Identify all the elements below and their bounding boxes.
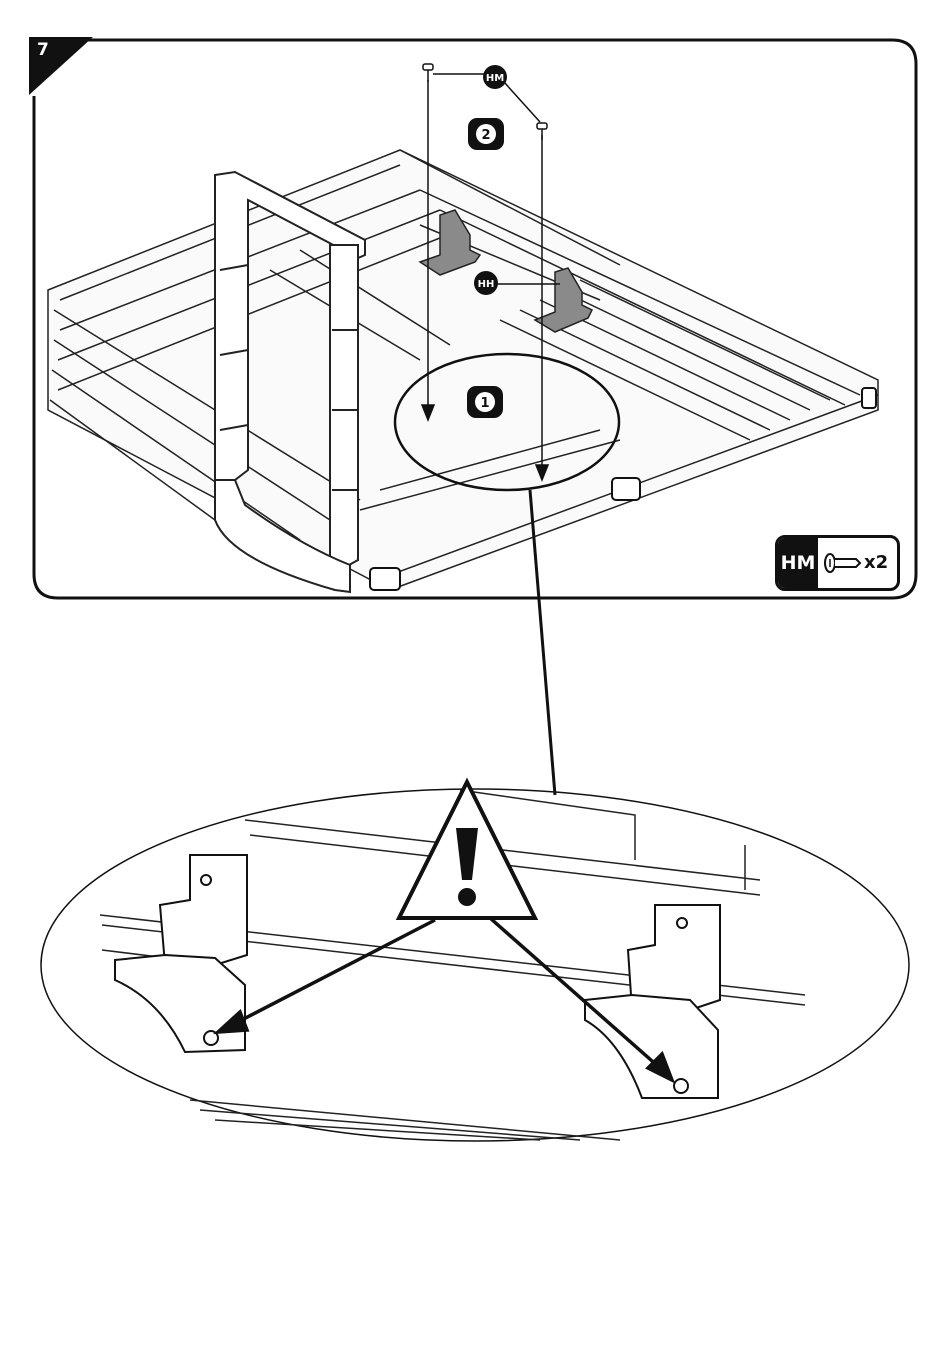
sequence-1-label: 1 — [480, 396, 489, 411]
step-number: 7 — [37, 40, 49, 60]
hm-callout-label: HM — [486, 73, 504, 84]
exclamation-warning-icon — [399, 782, 535, 918]
parts-list-box: HM x2 — [775, 535, 900, 591]
screw-icon — [822, 551, 862, 575]
floor-panel — [48, 150, 878, 590]
parts-code: HM — [778, 538, 818, 588]
parts-quantity: x2 — [864, 552, 888, 573]
hh-callout-label: HH — [478, 279, 495, 290]
detail-leader-line — [530, 490, 555, 795]
sequence-2-label: 2 — [481, 128, 490, 143]
